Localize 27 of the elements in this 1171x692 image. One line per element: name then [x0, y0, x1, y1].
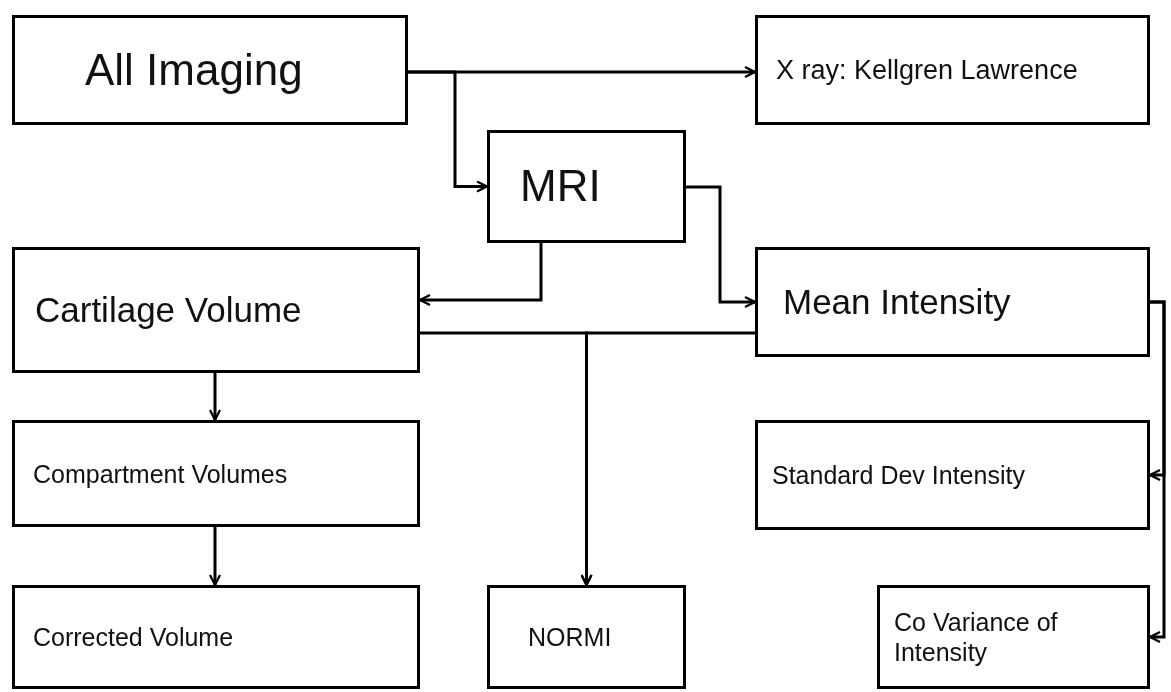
arrow	[408, 70, 489, 193]
box-label: MRI	[520, 160, 601, 213]
box-label: Cartilage Volume	[35, 289, 302, 331]
box-label: Compartment Volumes	[33, 458, 288, 489]
arrow	[1148, 300, 1166, 644]
box-label: Corrected Volume	[33, 622, 234, 652]
box-label: Co Variance of Intensity	[894, 607, 1059, 667]
process-box	[487, 130, 686, 243]
process-box	[12, 585, 420, 689]
arrow	[580, 331, 755, 587]
box-label: All Imaging	[85, 43, 303, 96]
arrow	[208, 527, 222, 587]
box-label: Standard Dev Intensity	[772, 460, 1025, 490]
arrow	[686, 185, 757, 309]
process-box	[487, 585, 686, 689]
box-label: X ray: Kellgren Lawrence	[776, 53, 1078, 87]
process-box	[12, 420, 420, 527]
process-box	[755, 247, 1150, 357]
process-box	[877, 585, 1150, 689]
process-box	[12, 247, 420, 373]
process-box	[755, 420, 1150, 530]
arrow	[208, 373, 222, 422]
box-label: Mean Intensity	[783, 281, 1011, 323]
box-label: NORMI	[528, 622, 612, 652]
process-box	[755, 15, 1150, 125]
arrow	[418, 243, 543, 307]
process-box	[12, 15, 408, 125]
